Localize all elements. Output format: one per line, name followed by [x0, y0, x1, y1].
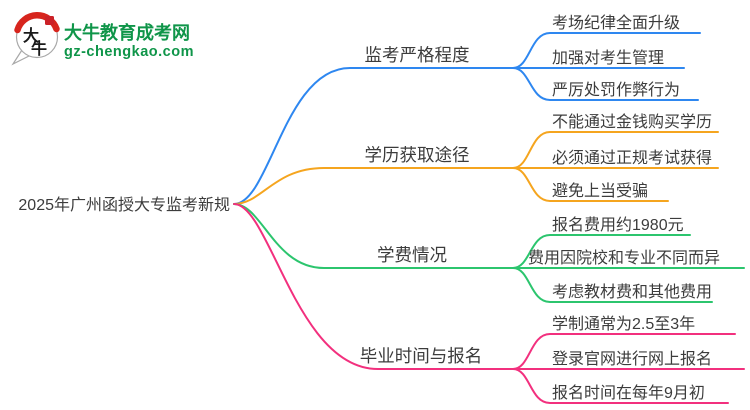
site-domain: gz-chengkao.com	[64, 44, 194, 60]
branch-0-leaf-0-line	[512, 32, 701, 69]
leaf-3-1-label: 登录官网进行网上报名	[552, 350, 712, 368]
logo-seal-icon	[45, 16, 54, 25]
leaf-1-2-label: 避免上当受骗	[552, 182, 648, 200]
node-labels: 2025年广州函授大专监考新规 监考严格程度 考场纪律全面升级 加强对考生管理 …	[18, 14, 720, 402]
leaf-0-1-label: 加强对考生管理	[552, 49, 664, 67]
branch-2-label: 学费情况	[377, 245, 447, 265]
branch-3-label: 毕业时间与报名	[360, 346, 483, 366]
site-name: 大牛教育成考网	[64, 22, 190, 43]
branch-3-trunk-line	[233, 203, 514, 370]
site-logo: 大 牛 大牛教育成考网 gz-chengkao.com	[11, 12, 194, 66]
leaf-2-1-label: 费用因院校和专业不同而异	[528, 249, 720, 267]
branch-0-label: 监考严格程度	[365, 45, 470, 65]
root-node-label: 2025年广州函授大专监考新规	[18, 196, 230, 214]
branch-3-leaf-2-line	[512, 368, 729, 404]
leaf-3-2-label: 报名时间在每年9月初	[552, 384, 705, 402]
branch-1-trunk-line	[233, 167, 514, 205]
branch-tuition-edges	[233, 203, 745, 303]
branch-1-label: 学历获取途径	[365, 145, 470, 165]
leaf-2-2-label: 考虑教材费和其他费用	[552, 283, 712, 301]
branch-0-leaf-2-line	[512, 67, 699, 101]
leaf-1-1-label: 必须通过正规考试获得	[552, 149, 712, 167]
branch-1-leaf-0-line	[512, 131, 719, 169]
branch-2-leaf-0-line	[512, 234, 691, 269]
branch-0-trunk-line	[233, 67, 514, 205]
branch-1-leaf-2-line	[512, 167, 669, 202]
branch-3-leaf-0-line	[512, 333, 736, 370]
branch-diploma-edges	[233, 131, 719, 205]
leaf-0-2-label: 严厉处罚作弊行为	[552, 81, 680, 99]
leaf-3-0-label: 学制通常为2.5至3年	[552, 315, 695, 333]
leaf-0-0-label: 考场纪律全面升级	[552, 14, 680, 32]
branch-graduation-edges	[233, 203, 745, 404]
branch-2-leaf-2-line	[512, 267, 713, 303]
logo-char-top: 大	[23, 26, 39, 45]
leaf-2-0-label: 报名费用约1980元	[552, 216, 684, 234]
branch-supervision-edges	[233, 32, 701, 205]
logo-char-bottom: 牛	[31, 39, 47, 58]
leaf-1-0-label: 不能通过金钱购买学历	[552, 113, 712, 131]
